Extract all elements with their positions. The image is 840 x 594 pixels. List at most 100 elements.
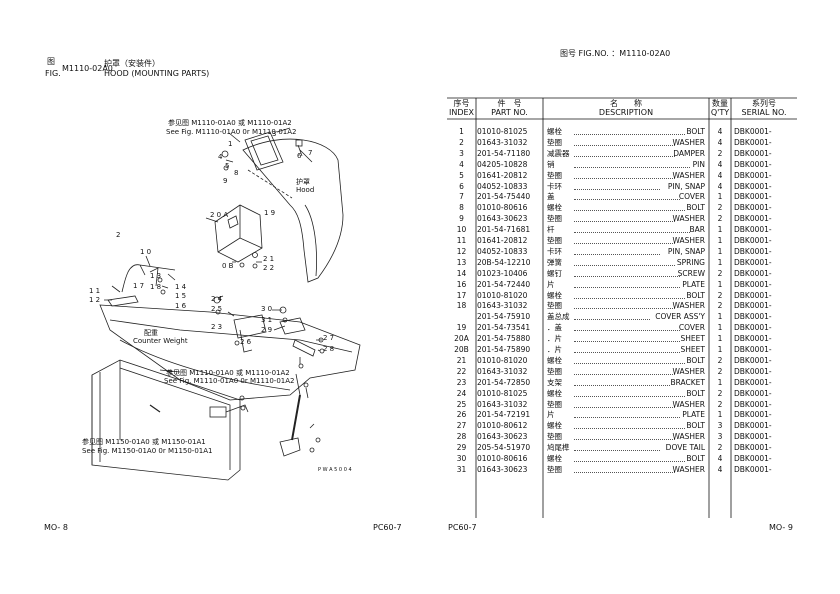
row-index: 1 xyxy=(459,127,464,136)
row-part-no: 04052-10833 xyxy=(477,246,528,256)
row-part-no: 01643-31032 xyxy=(477,301,528,311)
footer-model-left: PC60-7 xyxy=(373,523,402,532)
counterweight-label-en: Counter Weight xyxy=(133,337,188,345)
title-cn: 护罩（安装件） xyxy=(104,59,160,68)
row-desc-cn: 鸠尾榫 xyxy=(547,443,570,453)
row-qty: 2 xyxy=(717,268,723,278)
reference-note-2-cn: 参见图 M1110-01A0 或 M1110-01A2 xyxy=(166,369,290,377)
row-serial: DBK0001- xyxy=(734,464,772,474)
row-desc-en: BOLT xyxy=(686,203,705,213)
row-serial: DBK0001- xyxy=(734,159,772,169)
header-part-no: 件 号 PART NO. xyxy=(476,99,543,117)
callout-3: 3 xyxy=(272,130,277,138)
row-leader-dots xyxy=(574,439,675,441)
drawing-code: P W A 5 0 0 4 xyxy=(318,467,352,473)
row-leader-dots xyxy=(574,199,680,201)
row-serial: DBK0001- xyxy=(734,443,772,453)
row-qty: 1 xyxy=(717,377,723,387)
row-index: 8 xyxy=(459,203,464,213)
row-desc-cn: 卡环 xyxy=(547,246,562,256)
header-description-cn: 名 称 xyxy=(610,99,642,108)
row-qty: 2 xyxy=(717,366,723,376)
row-leader-dots xyxy=(574,461,685,462)
row-leader-dots xyxy=(574,330,680,332)
row-index: 2 xyxy=(459,137,464,147)
callout-23: 2 3 xyxy=(211,323,223,331)
row-leader-dots xyxy=(574,210,685,212)
row-desc-en: SCREW xyxy=(677,268,705,278)
row-part-no: 20B-54-12210 xyxy=(477,257,531,267)
header-serial-no: 系列号 SERIAL NO. xyxy=(731,99,797,117)
row-index: 11 xyxy=(456,236,467,245)
row-serial: DBK0001- xyxy=(734,203,772,213)
row-serial: DBK0001- xyxy=(734,377,772,387)
row-desc-cn: 垫圈 xyxy=(547,399,562,409)
callout-22: 2 2 xyxy=(263,264,275,272)
row-serial: DBK0001- xyxy=(734,410,772,420)
row-part-no: 01010-81025 xyxy=(477,388,528,398)
row-desc-en: PIN, SNAP xyxy=(667,246,705,256)
row-index: 16 xyxy=(456,279,467,289)
row-desc-cn: ．片 xyxy=(547,334,562,344)
row-serial: DBK0001- xyxy=(734,301,772,311)
row-index: 28 xyxy=(456,432,467,442)
row-qty: 1 xyxy=(717,192,723,202)
row-desc-en: COVER xyxy=(678,192,705,202)
row-desc-cn: 螺钉 xyxy=(547,268,562,278)
row-serial: DBK0001- xyxy=(734,246,772,256)
row-leader-dots xyxy=(574,352,680,353)
row-desc-cn: ．片 xyxy=(547,345,562,354)
fig-label-cn: 图 xyxy=(47,57,55,66)
row-desc-cn: 垫圈 xyxy=(547,137,562,147)
reference-note-1-cn: 参见图 M1110-01A0 或 M1110-01A2 xyxy=(168,119,292,127)
callout-14: 1 4 xyxy=(175,283,187,291)
row-desc-cn: 垫圈 xyxy=(547,301,562,311)
header-serial-no-cn: 系列号 xyxy=(752,99,776,108)
row-leader-dots xyxy=(574,232,690,234)
row-desc-cn: 螺栓 xyxy=(547,355,562,365)
fig-number-right: 图号 FIG.NO. ：M1110-02A0 xyxy=(560,49,671,58)
row-leader-dots xyxy=(574,177,675,179)
row-leader-dots xyxy=(574,450,660,452)
row-desc-en: PLATE xyxy=(682,279,705,289)
row-leader-dots xyxy=(574,253,660,255)
row-qty: 2 xyxy=(717,148,723,158)
row-index: 24 xyxy=(456,388,467,398)
row-desc-cn: 螺栓 xyxy=(547,290,562,300)
row-serial: DBK0001- xyxy=(734,257,772,267)
row-qty: 2 xyxy=(717,399,723,409)
row-qty: 1 xyxy=(717,225,723,235)
callout-26: 2 6 xyxy=(240,338,252,346)
header-part-no-cn: 件 号 xyxy=(497,99,522,108)
row-serial: DBK0001- xyxy=(734,323,772,333)
row-part-no: 01023-10406 xyxy=(477,268,528,278)
row-serial: DBK0001- xyxy=(734,345,772,354)
row-leader-dots xyxy=(574,221,675,223)
row-part-no: 04205-10828 xyxy=(477,159,528,169)
callout-7: 7 xyxy=(308,149,313,157)
row-index: 17 xyxy=(456,290,467,300)
callout-20b: 0 B xyxy=(222,262,234,270)
callout-29: 2 9 xyxy=(261,326,273,334)
row-qty: 2 xyxy=(717,214,723,224)
row-leader-dots xyxy=(574,428,685,430)
row-leader-dots xyxy=(574,275,680,277)
reference-note-1-en: See Fig. M1110-01A0 0r M1110-01A2 xyxy=(166,128,297,136)
reference-note-2-en: See Fig. M1110-01A0 0r M1110-01A2 xyxy=(164,377,295,385)
row-qty: 2 xyxy=(717,355,723,365)
row-qty: 3 xyxy=(717,421,723,431)
row-desc-cn: 螺栓 xyxy=(547,388,562,398)
